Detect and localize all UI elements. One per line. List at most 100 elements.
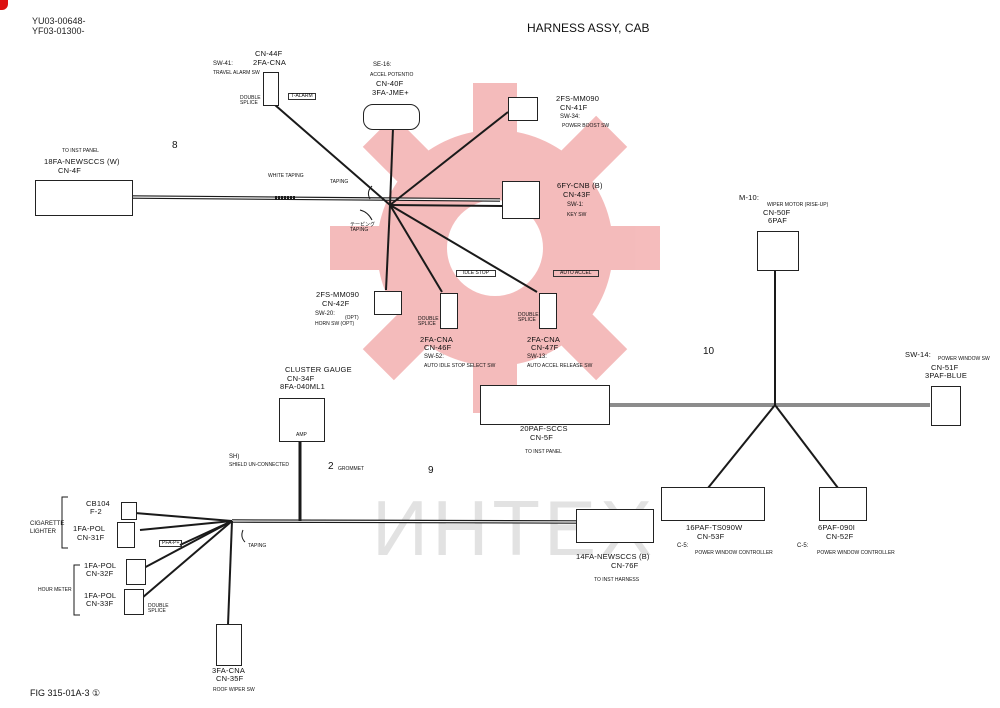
shield-line2: SHIELD UN-CONNECTED: [229, 462, 290, 468]
taping-label-2: TAPING: [248, 543, 267, 549]
cn46-part: 2FA-CNA: [420, 335, 454, 344]
cn40-ref: SE-16:: [373, 62, 392, 68]
cn76-to: TO INST HARNESS: [594, 577, 640, 583]
cn34-amp: AMP: [296, 432, 307, 438]
cn44-splice: DOUBLE SPLICE: [240, 95, 261, 107]
cn44-tag: T-ALARM: [288, 93, 316, 101]
cn43-cn: CN-43F: [563, 190, 591, 199]
tiny-tag: PFA-P+: [159, 540, 183, 548]
hour-connector1: [126, 559, 146, 585]
cn4-cn: CN-4F: [58, 166, 82, 175]
cn46-connector: [440, 293, 458, 329]
cn50-part: 6PAF: [768, 216, 788, 225]
cn43-connector: [502, 181, 540, 219]
wire-9-label: 9: [428, 465, 434, 476]
cig-cn: CN-31F: [77, 533, 105, 542]
cn47-desc: AUTO ACCEL RELEASE SW: [527, 363, 593, 369]
cn42-connector: [374, 291, 402, 315]
hour-label: HOUR METER: [38, 587, 72, 593]
hour-cn2: CN-33F: [86, 599, 114, 608]
cn46-ref: SW-52:: [424, 354, 444, 360]
cn5-connector: [480, 385, 610, 425]
cn43-part: 6FY-CNB (B): [557, 181, 603, 190]
cb104-connector: [121, 502, 137, 520]
cn47-ref: SW-13:: [527, 354, 547, 360]
cig-label2: LIGHTER: [30, 529, 57, 535]
hour-part2: 1FA-POL: [84, 591, 117, 600]
cn51-ref: SW-14:: [905, 350, 932, 359]
cn34-desc: CLUSTER GAUGE: [285, 365, 352, 374]
grommet-number: 2: [328, 461, 334, 472]
cn42-desc: HORN SW (OPT): [315, 321, 355, 327]
cn42-ref: SW-20:: [315, 311, 335, 317]
hour-part1: 1FA-POL: [84, 561, 117, 570]
cn40-desc: ACCEL POTENTIO: [370, 72, 414, 78]
hour-connector2: [124, 589, 144, 615]
cn35-desc: ROOF WIPER SW: [213, 687, 255, 693]
figure-number: FIG 315-01A-3 ①: [30, 688, 101, 698]
cn35-connector: [216, 624, 242, 666]
taping-label-1: TAPING: [330, 179, 349, 185]
cn41-part: 2FS-MM090: [556, 94, 600, 103]
cn44-cn: CN-44F: [255, 49, 283, 58]
cn51-cn: CN-51F: [931, 363, 959, 372]
doc-code-2: YF03-01300-: [32, 26, 85, 36]
cn41-connector: [508, 97, 538, 121]
cb104-part: F-2: [90, 507, 102, 516]
cn42-opt: (OPT): [345, 315, 359, 321]
cn42-part: 2FS-MM090: [316, 290, 360, 299]
hour-splice: DOUBLE SPLICE: [148, 603, 169, 615]
cn4-to: TO INST PANEL: [62, 148, 99, 154]
cn40-cn: CN-40F: [376, 79, 404, 88]
cn34-part: 8FA-040ML1: [280, 382, 325, 391]
cn4-part: 18FA-NEWSCCS (W): [44, 157, 120, 166]
cn47-splice: DOUBLE SPLICE: [518, 312, 539, 324]
cn52-ref: C-5:: [797, 543, 809, 549]
cn46-splice: DOUBLE SPLICE: [418, 316, 439, 328]
cn40-connector: [363, 104, 420, 130]
cn76-connector: [576, 509, 654, 543]
cn4-connector: [35, 180, 133, 216]
cn50-connector: [757, 231, 799, 271]
cn52-part: 6PAF-090I: [818, 523, 856, 532]
cn44-connector: [263, 72, 279, 106]
cn42-cn: CN-42F: [322, 299, 350, 308]
cn43-desc: KEY SW: [567, 212, 587, 218]
cn46-cn: CN-46F: [424, 343, 452, 352]
grommet-label: GROMMET: [338, 466, 365, 472]
cn44-part: 2FA-CNA: [253, 58, 287, 67]
cn47-cn: CN-47F: [531, 343, 559, 352]
cn5-cn: CN-5F: [530, 433, 554, 442]
cn46-tag: IDLE STOP: [456, 270, 497, 278]
wire-8-label: 8: [172, 140, 178, 151]
cn5-part: 20PAF-SCCS: [520, 424, 568, 433]
cn43-ref: SW-1:: [567, 202, 584, 208]
cn41-ref: SW-34:: [560, 114, 580, 120]
doc-code-1: YU03-00648-: [32, 16, 86, 26]
cn34-connector: [279, 398, 325, 442]
cn76-part: 14FA-NEWSCCS (B): [576, 552, 650, 561]
cig-label1: CIGARETTE: [30, 521, 65, 527]
cn50-cn: CN-50F: [763, 208, 791, 217]
cn51-part: 3PAF-BLUE: [925, 371, 968, 380]
cn53-connector: [661, 487, 765, 521]
cn41-desc: POWER BOOST SW: [562, 123, 610, 129]
cn46-desc: AUTO IDLE STOP SELECT SW: [424, 363, 496, 369]
white-taping-label: WHITE TAPING: [268, 173, 304, 179]
cn40-part: 3FA-JME+: [372, 88, 409, 97]
cn52-desc: POWER WINDOW CONTROLLER: [817, 550, 895, 556]
cn53-desc: POWER WINDOW CONTROLLER: [695, 550, 773, 556]
taping-jp-label: テーピング TAPING: [350, 222, 376, 234]
wire-10-label: 10: [703, 346, 715, 357]
cn44-ref: SW-41:: [213, 61, 233, 67]
cn52-connector: [819, 487, 867, 521]
cig-connector: [117, 522, 135, 548]
cn51-desc: POWER WINDOW SW: [938, 356, 990, 362]
cn50-ref: M-10:: [739, 193, 760, 202]
cn41-cn: CN-41F: [560, 103, 588, 112]
cig-part: 1FA-POL: [73, 524, 106, 533]
cn53-ref: C-5:: [677, 543, 689, 549]
cn35-part: 3FA-CNA: [212, 666, 246, 675]
